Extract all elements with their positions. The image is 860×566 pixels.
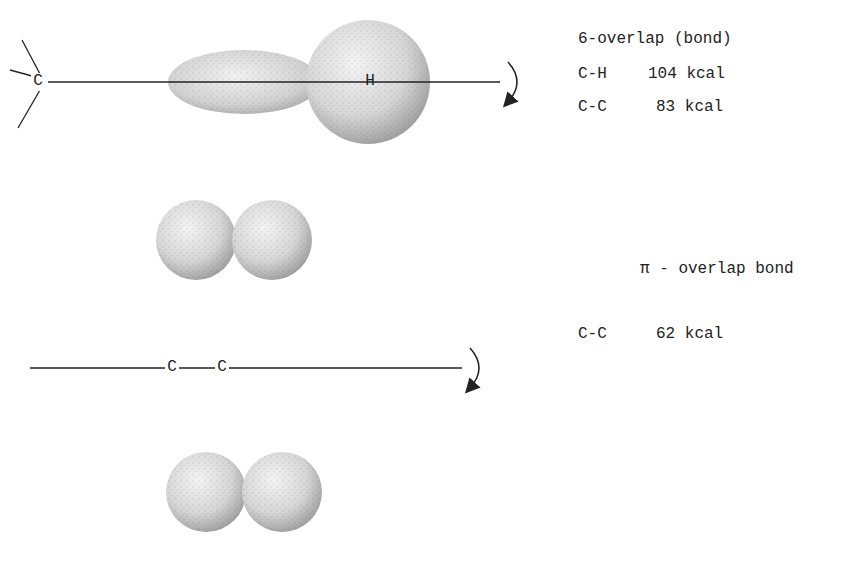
- heading-label: 6-overlap (bond): [578, 31, 732, 49]
- p-lobe: [166, 452, 246, 532]
- heading-label: π - overlap bond: [640, 261, 794, 279]
- text-label: C: [165, 359, 179, 377]
- text-label: C: [31, 73, 45, 91]
- rotation-arrow: [508, 62, 517, 102]
- p-lobe: [156, 200, 236, 280]
- p-lobe: [242, 452, 322, 532]
- text-label: 62 kcal: [656, 326, 723, 344]
- text-label: H: [365, 73, 375, 91]
- text-label: 104 kcal: [648, 66, 725, 84]
- rotation-arrow: [470, 348, 479, 388]
- text-label: 83 kcal: [656, 99, 723, 117]
- p-lobe: [232, 200, 312, 280]
- text-label: C-C: [578, 99, 607, 117]
- text-label: C: [215, 359, 229, 377]
- text-label: C-H: [578, 66, 607, 84]
- text-label: C-C: [578, 326, 607, 344]
- bond-axis: [30, 367, 462, 368]
- bond-axis: [48, 81, 500, 82]
